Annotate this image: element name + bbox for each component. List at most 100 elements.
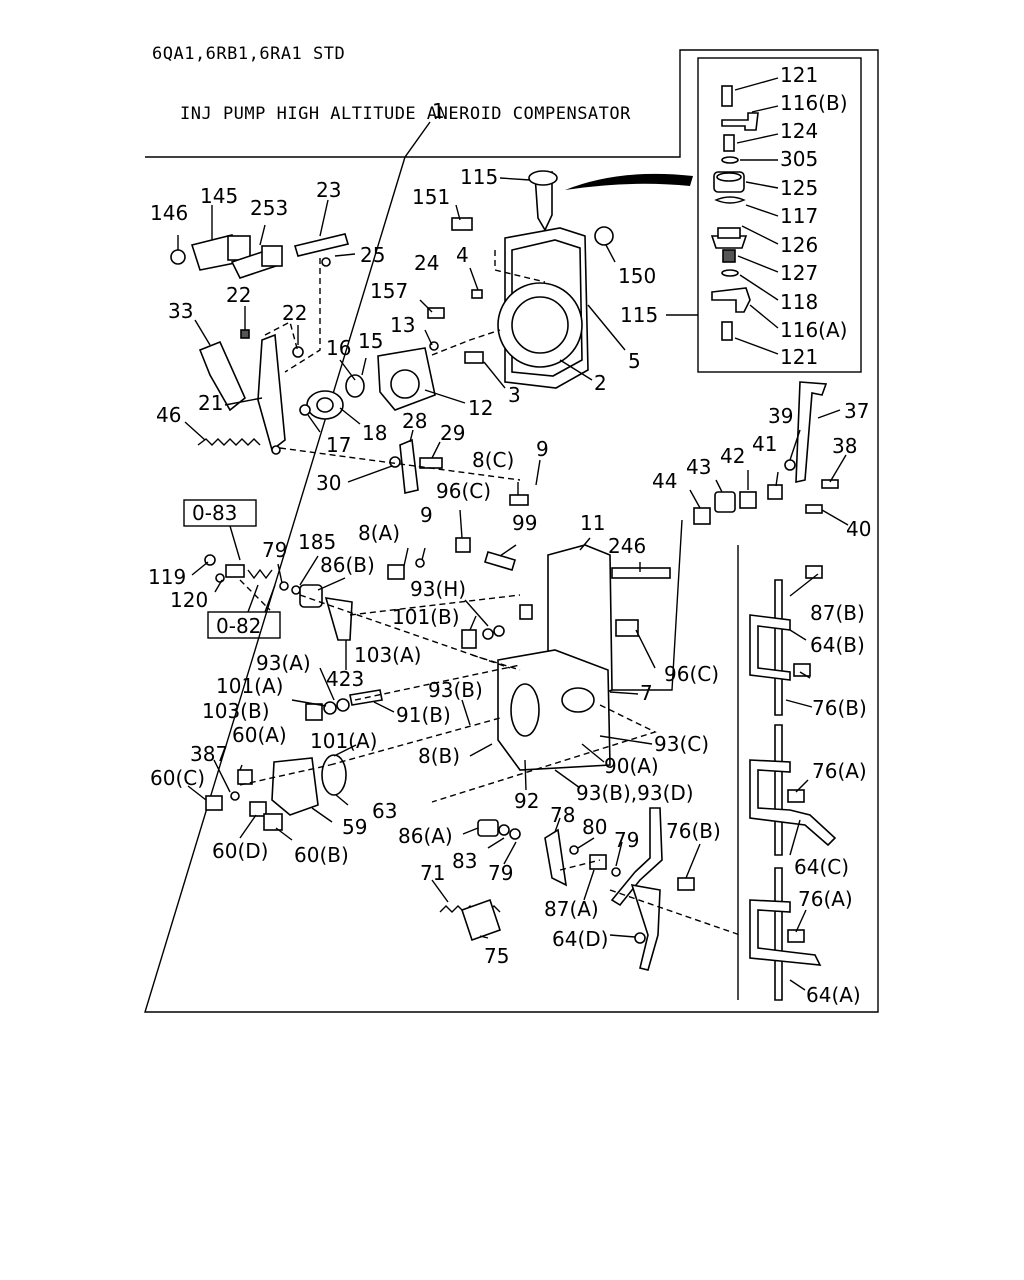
label-30: 30	[316, 471, 341, 495]
label-9-top: 9	[536, 437, 549, 461]
label-76b: 76(B)	[666, 819, 721, 843]
header-title-line: INJ PUMP HIGH ALTITUDE ANEROID COMPENSAT…	[180, 104, 631, 124]
label-125: 125	[780, 176, 818, 200]
label-185: 185	[298, 530, 336, 554]
label-41: 41	[752, 432, 777, 456]
header-model-line: 6QA1,6RB1,6RA1 STD	[152, 44, 346, 64]
label-8b: 8(B)	[418, 744, 460, 768]
label-103a: 103(A)	[354, 643, 421, 667]
label-76a-lower: 76(A)	[798, 887, 853, 911]
right-lever-assembly	[595, 381, 839, 691]
label-387: 387	[190, 742, 228, 766]
label-11: 11	[580, 511, 605, 535]
inset-leaders	[734, 77, 779, 355]
pump-body	[387, 494, 671, 771]
label-40: 40	[846, 517, 871, 541]
label-76b-right: 76(B)	[812, 696, 867, 720]
label-12: 12	[468, 396, 493, 420]
label-64b: 64(B)	[810, 633, 865, 657]
label-17: 17	[326, 433, 351, 457]
label-78: 78	[550, 803, 575, 827]
label-124: 124	[780, 119, 818, 143]
assembly-frame	[144, 49, 879, 1013]
label-103b: 103(B)	[202, 699, 270, 723]
callout-labels: 1 121 116(B) 124 305 125 117 126 127 118…	[148, 63, 871, 1007]
label-76a: 76(A)	[812, 759, 867, 783]
label-101a-lower: 101(A)	[310, 729, 377, 753]
label-87b: 87(B)	[810, 601, 865, 625]
label-96c: 96(C)	[436, 479, 491, 503]
label-39: 39	[768, 404, 793, 428]
label-7: 7	[640, 681, 653, 705]
label-8a: 8(A)	[358, 521, 400, 545]
label-79-right: 79	[614, 828, 639, 852]
label-28: 28	[402, 409, 427, 433]
cover-59	[205, 754, 347, 831]
label-79-lower: 79	[488, 861, 513, 885]
brackets-64	[737, 545, 837, 1001]
label-93b: 93(B)	[428, 678, 483, 702]
label-22-left: 22	[226, 283, 251, 307]
diagram-header: 6QA1,6RB1,6RA1 STD INJ PUMP HIGH ALTITUD…	[152, 4, 631, 144]
label-92: 92	[514, 789, 539, 813]
ref-box-0-83[interactable]: 0-83	[183, 499, 257, 527]
label-60c: 60(C)	[150, 766, 205, 790]
label-90a: 90(A)	[604, 754, 659, 778]
ref-0-83-text: 0-83	[192, 501, 237, 525]
inset-parts	[710, 85, 759, 341]
dashed-guide-lines	[239, 250, 741, 936]
ref-0-83-leader	[229, 525, 241, 561]
label-126: 126	[780, 233, 818, 257]
label-24: 24	[414, 251, 439, 275]
label-37: 37	[844, 399, 869, 423]
label-2: 2	[594, 371, 607, 395]
label-115: 115	[460, 165, 498, 189]
label-145: 145	[200, 184, 238, 208]
label-83: 83	[452, 849, 477, 873]
label-121-bottom: 121	[780, 345, 818, 369]
label-15: 15	[358, 329, 383, 353]
label-43: 43	[686, 455, 711, 479]
bracket-28	[389, 438, 443, 494]
label-116a: 116(A)	[780, 318, 847, 342]
label-99: 99	[512, 511, 537, 535]
leader-lines	[177, 177, 849, 991]
label-25: 25	[360, 243, 385, 267]
inset-box	[697, 57, 862, 373]
label-1: 1	[432, 99, 445, 123]
label-71: 71	[420, 861, 445, 885]
label-33: 33	[168, 299, 193, 323]
label-18: 18	[362, 421, 387, 445]
label-127: 127	[780, 261, 818, 285]
label-116b: 116(B)	[780, 91, 848, 115]
label-96c-right: 96(C)	[664, 662, 719, 686]
label-80: 80	[582, 815, 607, 839]
label-119: 119	[148, 565, 186, 589]
label-253: 253	[250, 196, 288, 220]
label-5: 5	[628, 349, 641, 373]
label-86a: 86(A)	[398, 824, 453, 848]
label-22-right: 22	[282, 301, 307, 325]
label-151: 151	[412, 185, 450, 209]
label-42: 42	[720, 444, 745, 468]
label-29: 29	[440, 421, 465, 445]
label-117: 117	[780, 204, 818, 228]
label-3: 3	[508, 383, 521, 407]
label-4: 4	[456, 243, 469, 267]
label-59: 59	[342, 815, 367, 839]
label-86b: 86(B)	[320, 553, 375, 577]
label-44: 44	[652, 469, 677, 493]
label-60b: 60(B)	[294, 843, 349, 867]
upper-housing	[299, 170, 614, 420]
label-60d: 60(D)	[212, 839, 268, 863]
label-91b: 91(B)	[396, 703, 451, 727]
label-64d: 64(D)	[552, 927, 608, 951]
label-87a: 87(A)	[544, 897, 599, 921]
label-21: 21	[198, 391, 223, 415]
lower-lever-parts	[439, 807, 695, 971]
label-101b: 101(B)	[392, 605, 460, 629]
label-93c: 93(C)	[654, 732, 709, 756]
ref-box-0-82[interactable]: 0-82	[207, 611, 281, 639]
label-150: 150	[618, 264, 656, 288]
